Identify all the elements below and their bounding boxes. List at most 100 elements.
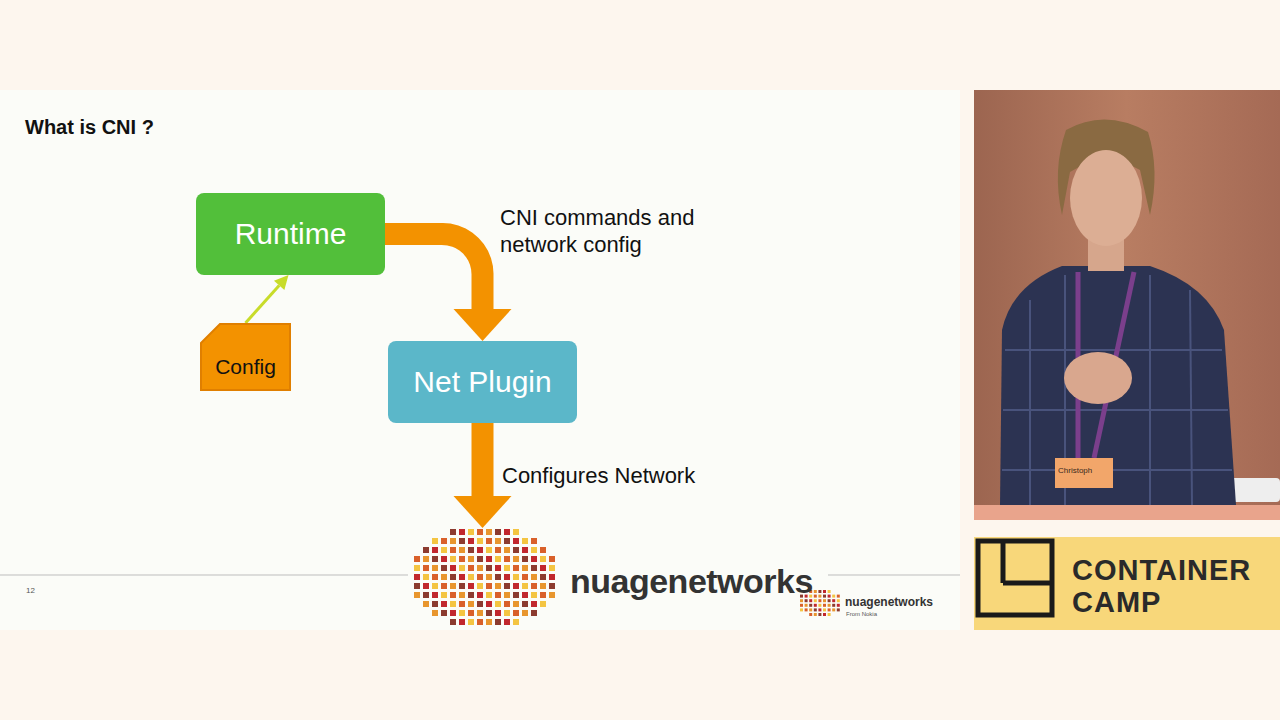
logo-dot xyxy=(450,556,456,562)
node-label: Config xyxy=(215,355,276,379)
logo-dot xyxy=(522,565,528,571)
logo-dot xyxy=(522,547,528,553)
logo-text: nuagenetworks xyxy=(570,562,813,601)
logo-dot xyxy=(513,601,519,607)
edge-label: CNI commands and network config xyxy=(500,205,730,259)
logo-dot xyxy=(459,547,465,553)
logo-dot xyxy=(495,619,501,625)
logo-dot xyxy=(450,529,456,535)
logo-dot xyxy=(513,583,519,589)
logo-dot xyxy=(495,583,501,589)
logo-dot xyxy=(549,583,555,589)
logo-dot xyxy=(441,583,447,589)
connector-line xyxy=(385,234,483,309)
logo-dot xyxy=(477,601,483,607)
node-label: Runtime xyxy=(235,217,347,251)
logo-mark xyxy=(412,528,562,628)
logo-dot xyxy=(828,608,831,611)
logo-dot xyxy=(814,590,817,593)
logo-dot xyxy=(468,538,474,544)
logo-dot xyxy=(531,565,537,571)
logo-dot xyxy=(423,556,429,562)
logo-dot xyxy=(459,538,465,544)
logo-dot xyxy=(459,565,465,571)
logo-dot xyxy=(432,547,438,553)
logo-dot xyxy=(468,574,474,580)
slide-title: What is CNI ? xyxy=(25,116,154,139)
logo-dot xyxy=(828,590,831,593)
logo-dot xyxy=(477,583,483,589)
logo-dot xyxy=(531,556,537,562)
speaker-face xyxy=(1070,150,1142,246)
logo-dot xyxy=(814,613,817,616)
logo-dot xyxy=(423,592,429,598)
logo-dot xyxy=(423,574,429,580)
logo-dot xyxy=(468,529,474,535)
logo-dot xyxy=(832,604,835,607)
logo-dot xyxy=(486,556,492,562)
logo-dot xyxy=(818,599,821,602)
logo-dot xyxy=(450,547,456,553)
arrow-head xyxy=(274,275,289,290)
logo-dot xyxy=(468,556,474,562)
logo-dot xyxy=(459,619,465,625)
logo-dot xyxy=(423,583,429,589)
logo-dot xyxy=(809,608,812,611)
logo-dot xyxy=(495,601,501,607)
logo-dot xyxy=(495,529,501,535)
logo-dot xyxy=(828,599,831,602)
logo-dot xyxy=(495,592,501,598)
logo-dot xyxy=(818,590,821,593)
logo-dot xyxy=(495,547,501,553)
logo-dot xyxy=(549,574,555,580)
logo-dot xyxy=(522,610,528,616)
logo-dot xyxy=(486,610,492,616)
logo-dot xyxy=(814,599,817,602)
logo-dot xyxy=(531,610,537,616)
logo-dot xyxy=(441,556,447,562)
logo-dot xyxy=(441,547,447,553)
logo-dot xyxy=(540,574,546,580)
logo-dot xyxy=(486,538,492,544)
logo-dot xyxy=(468,583,474,589)
logo-dot xyxy=(522,583,528,589)
logo-dot xyxy=(504,538,510,544)
logo-dot xyxy=(800,608,803,611)
logo-dot xyxy=(522,556,528,562)
logo-dot xyxy=(818,613,821,616)
logo-dot xyxy=(468,601,474,607)
logo-dot xyxy=(423,601,429,607)
logo-dot xyxy=(459,610,465,616)
logo-dot xyxy=(504,610,510,616)
speaker-shirt xyxy=(1000,266,1236,505)
logo-dot xyxy=(549,565,555,571)
logo-dot xyxy=(459,601,465,607)
logo-dot xyxy=(531,601,537,607)
logo-dot xyxy=(495,538,501,544)
logo-dot xyxy=(495,556,501,562)
logo-dot xyxy=(459,529,465,535)
logo-dot xyxy=(531,538,537,544)
logo-dot xyxy=(540,583,546,589)
logo-dot xyxy=(531,583,537,589)
logo-dot xyxy=(441,538,447,544)
logo-dot xyxy=(486,583,492,589)
logo-dot xyxy=(513,592,519,598)
logo-dot xyxy=(805,608,808,611)
logo-dot xyxy=(832,599,835,602)
logo-dot xyxy=(423,547,429,553)
process-box: Runtime xyxy=(196,193,385,275)
photo-ground xyxy=(974,90,1280,520)
page-number: 12 xyxy=(26,586,35,595)
footer-rule xyxy=(0,575,408,576)
connector-line xyxy=(246,285,280,323)
process-box: Net Plugin xyxy=(388,341,577,423)
config-file: Config xyxy=(200,323,291,391)
logo-dot xyxy=(414,574,420,580)
logo-dot xyxy=(432,601,438,607)
logo-dot xyxy=(441,592,447,598)
logo-dot xyxy=(441,610,447,616)
vendor-logo: nuagenetworks xyxy=(412,528,824,628)
logo-dot xyxy=(823,599,826,602)
logo-dot xyxy=(468,619,474,625)
